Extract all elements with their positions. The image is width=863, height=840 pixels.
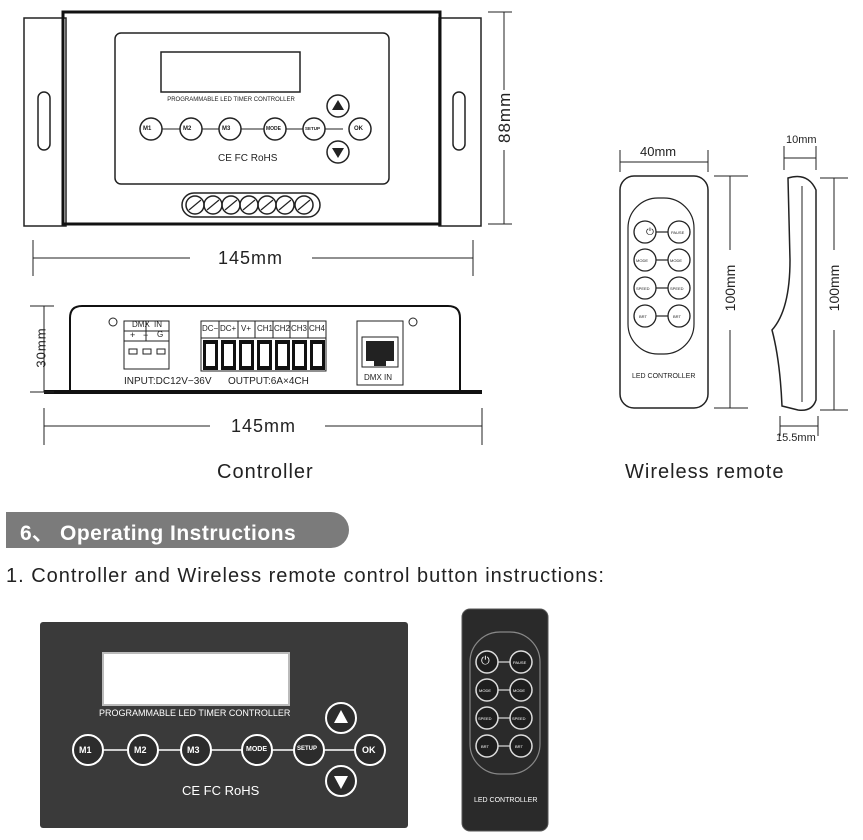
photo-remote-label: LED CONTROLLER [474, 797, 538, 804]
remote-height-front-dimension: 100mm [722, 264, 738, 312]
lcd-label: PROGRAMMABLE LED TIMER CONTROLLER [167, 97, 295, 103]
mode-button-label: MODE [266, 126, 281, 132]
remote-power-icon: ⏻ [646, 227, 654, 238]
photo-setup-button: SETUP [297, 746, 318, 752]
remote-depth-top-dimension: 10mm [786, 134, 817, 146]
v-plus-label: V+ [241, 324, 252, 333]
ch3-label: CH3 [291, 324, 308, 333]
photo-remote-mode-left-label: MODE [479, 688, 491, 693]
section-header-background [6, 512, 349, 548]
photo-remote-power-icon: ⏻ [481, 655, 490, 667]
photo-mode-button: MODE [246, 746, 267, 753]
remote-mode-left-label: MODE [636, 258, 648, 263]
remote-width-dimension: 40mm [640, 144, 677, 159]
photo-ok-button: OK [362, 745, 376, 755]
controller-caption: Controller [217, 461, 314, 483]
m2-button-label: M2 [183, 126, 192, 132]
photo-remote-speed-right-label: SPEED [512, 716, 526, 721]
photo-m3-button: M3 [187, 745, 200, 755]
cert-marks: CE FC RoHS [218, 153, 278, 164]
instruction-text: 1. Controller and Wireless remote contro… [6, 565, 605, 587]
dc-plus-label: DC+ [220, 324, 237, 333]
minus-label: − [143, 330, 149, 340]
remote-brt-left-label: BRT [639, 314, 647, 319]
photo-remote-brt-right-label: BRT [515, 744, 523, 749]
remote-label: LED CONTROLLER [632, 373, 696, 380]
photo-cert-marks: CE FC RoHS [182, 783, 260, 798]
photo-m2-button: M2 [134, 745, 147, 755]
remote-brt-right-label: BRT [673, 314, 681, 319]
photo-remote-brt-left-label: BRT [481, 744, 489, 749]
dmx-port-label: DMX IN [364, 373, 392, 382]
ok-button-label: OK [354, 126, 363, 132]
ch2-label: CH2 [274, 324, 291, 333]
photo-remote-mode-right-label: MODE [513, 688, 525, 693]
dc-minus-label: DC− [202, 324, 219, 333]
side-height-dimension: 30mm [33, 327, 49, 368]
input-spec: INPUT:DC12V−36V [124, 376, 212, 387]
width-dimension-top: 145mm [218, 248, 284, 268]
width-dimension-side: 145mm [231, 416, 297, 436]
section-title: 6、 Operating Instructions [20, 522, 297, 545]
ground-label: G [157, 330, 164, 339]
output-spec: OUTPUT:6A×4CH [228, 376, 309, 387]
m3-button-label: M3 [222, 126, 231, 132]
remote-speed-right-label: SPEED [670, 286, 684, 291]
m1-button-label: M1 [143, 126, 152, 132]
plus-label: + [130, 330, 136, 340]
photo-remote-speed-left-label: SPEED [478, 716, 492, 721]
remote-caption: Wireless remote [625, 461, 785, 483]
dmx-label: DMX [132, 320, 150, 329]
setup-button-label: SETUP [305, 126, 321, 131]
in-label: IN [154, 320, 162, 329]
height-dimension: 88mm [495, 91, 514, 143]
remote-height-side-dimension: 100mm [826, 264, 842, 312]
ch1-label: CH1 [257, 324, 274, 333]
ch4-label: CH4 [309, 324, 326, 333]
remote-pause-label: PAUSE [671, 230, 685, 235]
remote-mode-right-label: MODE [670, 258, 682, 263]
photo-lcd-label: PROGRAMMABLE LED TIMER CONTROLLER [99, 708, 291, 718]
photo-remote-pause-label: PAUSE [513, 660, 527, 665]
remote-speed-left-label: SPEED [636, 286, 650, 291]
photo-m1-button: M1 [79, 745, 92, 755]
remote-depth-bottom-dimension: 15.5mm [776, 432, 816, 444]
